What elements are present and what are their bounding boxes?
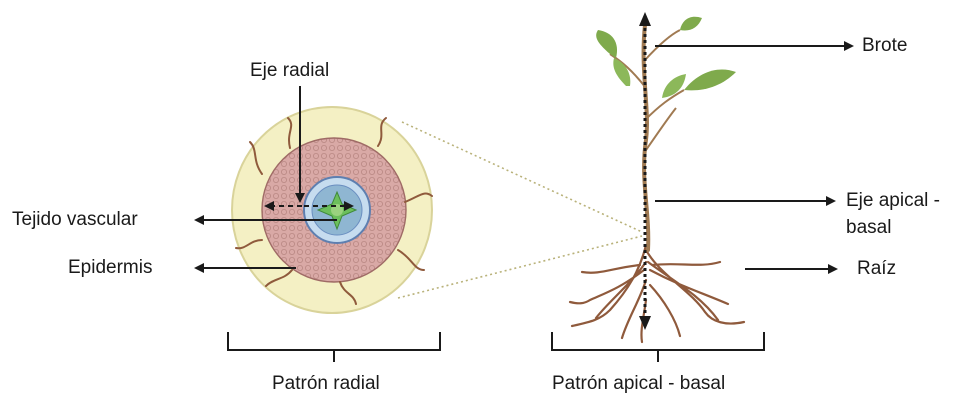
leaf bbox=[680, 17, 702, 31]
label-eje-apical-line2: basal bbox=[846, 217, 891, 239]
root-cross-section bbox=[232, 107, 432, 313]
label-brote: Brote bbox=[862, 35, 907, 57]
label-tejido-vascular: Tejido vascular bbox=[12, 209, 138, 231]
label-raiz: Raíz bbox=[857, 258, 896, 280]
label-eje-radial: Eje radial bbox=[250, 60, 329, 82]
label-patron-radial: Patrón radial bbox=[272, 373, 380, 395]
leaf bbox=[662, 74, 686, 98]
plant-illustration bbox=[570, 17, 744, 342]
bracket-radial bbox=[228, 332, 440, 362]
bracket-apical bbox=[552, 332, 764, 362]
root-system bbox=[570, 245, 744, 342]
label-epidermis: Epidermis bbox=[68, 257, 152, 279]
leaf bbox=[684, 69, 736, 90]
leaf bbox=[596, 30, 617, 58]
label-patron-apical-basal: Patrón apical - basal bbox=[552, 373, 725, 395]
label-eje-apical-line1: Eje apical - bbox=[846, 190, 940, 212]
